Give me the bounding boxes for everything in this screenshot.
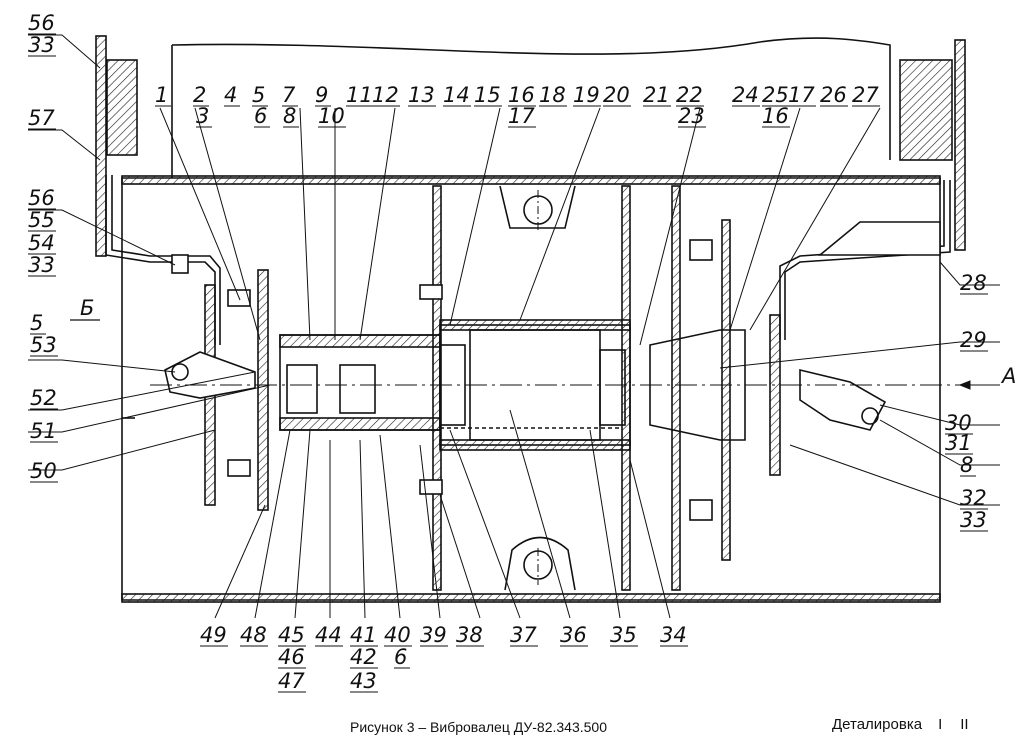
callout-top-0: 1 bbox=[155, 83, 168, 107]
callout-bottom-1: 48 bbox=[240, 623, 267, 647]
callout-right-0: 28 bbox=[960, 271, 987, 295]
callout-right-1: 29 bbox=[960, 328, 987, 352]
callout-bottom-8: 43 bbox=[350, 669, 377, 693]
figure-caption: Рисунок 3 – Вибровалец ДУ-82.343.500 bbox=[350, 719, 607, 735]
callout-left-3: 56 bbox=[28, 186, 55, 210]
callout-top-13: 14 bbox=[443, 83, 470, 107]
nav-link-part-2[interactable]: II bbox=[960, 716, 969, 733]
callout-top-4: 5 bbox=[252, 83, 265, 107]
callout-right-5: 32 bbox=[960, 486, 987, 510]
callout-left-5: 54 bbox=[28, 231, 55, 255]
callout-top-11: 12 bbox=[372, 83, 399, 107]
callout-right-2: 30 bbox=[945, 411, 972, 435]
callout-top-6: 7 bbox=[282, 83, 296, 107]
callout-top-5: 6 bbox=[254, 104, 267, 128]
callout-bottom-12: 38 bbox=[456, 623, 483, 647]
callout-left-10: 51 bbox=[30, 419, 57, 443]
callout-left-9: 52 bbox=[30, 386, 57, 410]
leader-lines bbox=[28, 34, 1000, 619]
callout-top-15: 16 bbox=[508, 83, 535, 107]
callout-top-16: 17 bbox=[508, 104, 535, 128]
callout-top-14: 15 bbox=[474, 83, 501, 107]
callout-top-1: 2 bbox=[193, 83, 206, 107]
callout-top-22: 23 bbox=[678, 104, 705, 128]
callout-right-4: 8 bbox=[960, 453, 973, 477]
callout-bottom-2: 45 bbox=[278, 623, 305, 647]
callout-bottom-11: 39 bbox=[420, 623, 447, 647]
callout-top-25: 16 bbox=[762, 104, 789, 128]
nav-title: Деталировка bbox=[832, 716, 923, 733]
view-label-a: А bbox=[1000, 364, 1016, 388]
callout-top-10: 11 bbox=[346, 83, 373, 107]
callout-top-2: 3 bbox=[196, 104, 209, 128]
callout-right-6: 33 bbox=[960, 508, 987, 532]
callout-top-27: 26 bbox=[820, 83, 847, 107]
callout-bottom-3: 46 bbox=[278, 645, 305, 669]
axis-geometry bbox=[150, 190, 1000, 585]
callout-left-1: 33 bbox=[28, 33, 55, 57]
callout-top-17: 18 bbox=[539, 83, 566, 107]
callout-top-26: 17 bbox=[788, 83, 815, 107]
callout-top-20: 21 bbox=[643, 83, 670, 107]
callout-bottom-10: 6 bbox=[394, 645, 407, 669]
callout-bottom-13: 37 bbox=[510, 623, 537, 647]
callout-left-4: 55 bbox=[28, 208, 55, 232]
callout-top-24: 25 bbox=[762, 83, 789, 107]
callout-bottom-15: 35 bbox=[610, 623, 637, 647]
callout-bottom-6: 41 bbox=[350, 623, 377, 647]
callout-bottom-9: 40 bbox=[384, 623, 411, 647]
callout-bottom-0: 49 bbox=[200, 623, 227, 647]
callout-top-28: 27 bbox=[852, 83, 879, 107]
callout-top-8: 9 bbox=[315, 83, 328, 107]
callout-left-0: 56 bbox=[28, 11, 55, 35]
callout-top-3: 4 bbox=[224, 83, 237, 107]
nav-link-part-1[interactable]: I bbox=[938, 716, 943, 733]
callout-top-12: 13 bbox=[408, 83, 435, 107]
callout-left-6: 33 bbox=[28, 253, 55, 277]
callout-left-7: 5 bbox=[30, 311, 43, 335]
view-label-b: Б bbox=[80, 296, 94, 320]
callout-left-8: 53 bbox=[30, 333, 57, 357]
callout-bottom-7: 42 bbox=[350, 645, 377, 669]
callout-left-2: 57 bbox=[28, 106, 55, 130]
callout-bottom-4: 47 bbox=[278, 669, 305, 693]
callout-bottom-5: 44 bbox=[315, 623, 342, 647]
callout-top-18: 19 bbox=[573, 83, 600, 107]
callout-top-7: 8 bbox=[283, 104, 296, 128]
callout-bottom-14: 36 bbox=[560, 623, 587, 647]
callout-top-21: 22 bbox=[676, 83, 703, 107]
detail-navigation: Деталировка I II bbox=[832, 716, 971, 733]
callout-top-9: 10 bbox=[318, 104, 345, 128]
callout-left-11: 50 bbox=[30, 459, 57, 483]
callout-top-23: 24 bbox=[732, 83, 759, 107]
callout-bottom-16: 34 bbox=[660, 623, 687, 647]
callout-top-19: 20 bbox=[603, 83, 630, 107]
callout-right-3: 31 bbox=[945, 431, 972, 455]
